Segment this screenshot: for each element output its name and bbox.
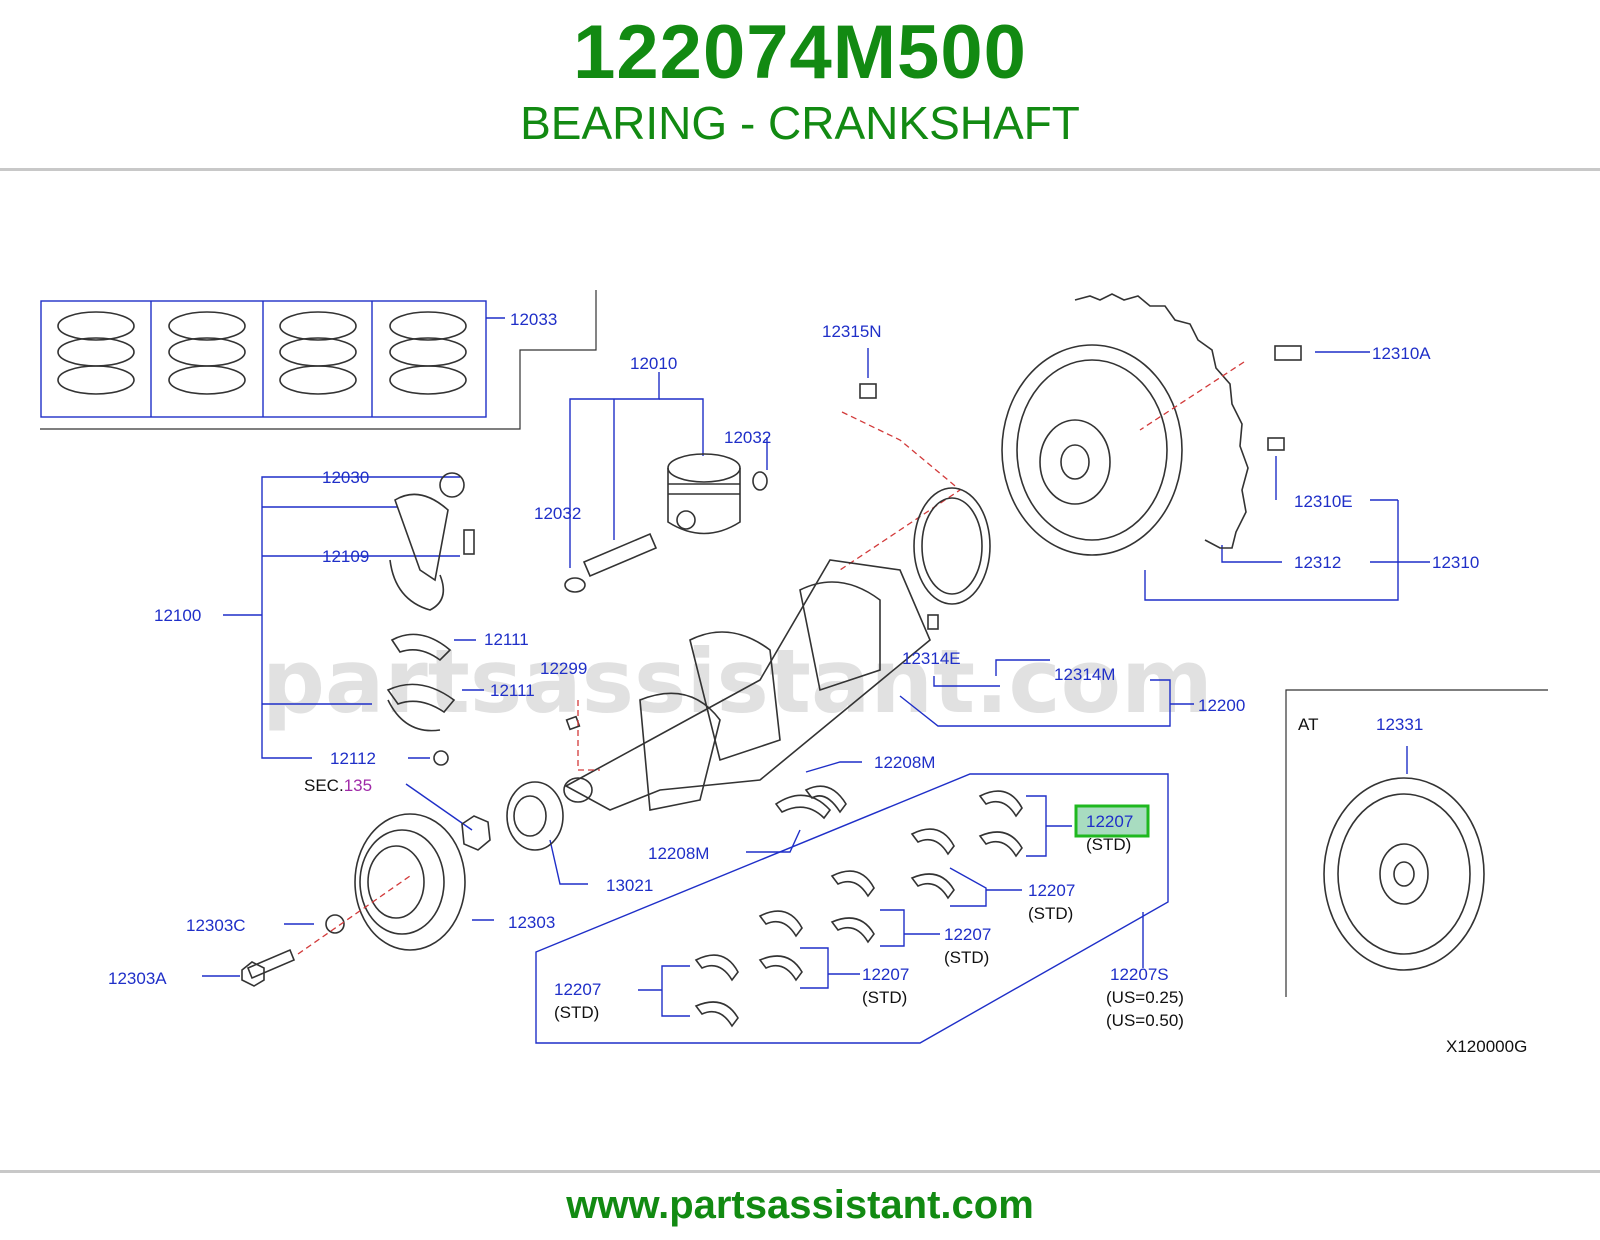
- piston-assembly: [564, 372, 768, 593]
- callout-12032-upper[interactable]: 12032: [724, 428, 771, 447]
- flywheel-assembly: [839, 293, 1430, 601]
- callout-12032-lower[interactable]: 12032: [534, 504, 581, 523]
- callout-12111-upper[interactable]: 12111: [484, 630, 529, 649]
- footer-divider: [0, 1170, 1600, 1173]
- at-label: AT: [1298, 715, 1318, 734]
- callout-12312[interactable]: 12312: [1294, 553, 1341, 572]
- diagram-code: X120000G: [1446, 1037, 1527, 1056]
- watermark: partsassistant.com: [262, 630, 1213, 733]
- callout-12207-2[interactable]: 12207: [1028, 881, 1075, 900]
- highlight-box: [1074, 804, 1150, 838]
- sec-reference[interactable]: SEC.135: [304, 776, 372, 795]
- crankshaft: [563, 487, 1194, 811]
- footer-website-link[interactable]: www.partsassistant.com: [566, 1183, 1034, 1227]
- header-divider: [0, 168, 1600, 171]
- std-note-3: (STD): [944, 948, 989, 967]
- callout-12303A[interactable]: 12303A: [108, 969, 167, 988]
- callout-12331[interactable]: 12331: [1376, 715, 1423, 734]
- at-drive-plate: [1285, 689, 1548, 997]
- undersize-050: (US=0.50): [1106, 1011, 1184, 1030]
- callout-12310A[interactable]: 12310A: [1372, 344, 1431, 363]
- main-bearing-set: [535, 761, 1169, 1044]
- callout-12208M-upper[interactable]: 12208M: [874, 753, 935, 772]
- callout-12200[interactable]: 12200: [1198, 696, 1245, 715]
- callout-12310E[interactable]: 12310E: [1294, 492, 1353, 511]
- std-note-4: (STD): [862, 988, 907, 1007]
- part-description: BEARING - CRANKSHAFT: [520, 97, 1080, 149]
- callout-12314M[interactable]: 12314M: [1054, 665, 1115, 684]
- callout-12207-5[interactable]: 12207: [554, 980, 601, 999]
- callout-12111-lower[interactable]: 12111: [490, 681, 535, 700]
- callout-12033[interactable]: 12033: [510, 310, 557, 329]
- sec-prefix: SEC.: [304, 776, 344, 795]
- piston-ring-sets: [40, 290, 597, 430]
- page-header: 122074M500 BEARING - CRANKSHAFT: [0, 0, 1600, 168]
- callout-12109[interactable]: 12109: [322, 547, 369, 566]
- connecting-rod-assembly: [223, 472, 484, 766]
- callout-12303C[interactable]: 12303C: [186, 916, 246, 935]
- callout-12208M-lower[interactable]: 12208M: [648, 844, 709, 863]
- callout-12100[interactable]: 12100: [154, 606, 201, 625]
- part-number-title: 122074M500: [573, 10, 1027, 95]
- callout-12310[interactable]: 12310: [1432, 553, 1479, 572]
- parts-diagram: partsassistant.com: [40, 290, 1548, 1056]
- std-note-5: (STD): [554, 1003, 599, 1022]
- callout-12207S[interactable]: 12207S: [1110, 965, 1169, 984]
- callout-12299[interactable]: 12299: [540, 659, 587, 678]
- callout-12112[interactable]: 12112: [330, 749, 376, 768]
- callout-12010[interactable]: 12010: [630, 354, 677, 373]
- std-note-2: (STD): [1028, 904, 1073, 923]
- sec-number: 135: [344, 776, 372, 795]
- crank-pulley-assembly: [202, 781, 588, 987]
- callout-12207-3[interactable]: 12207: [944, 925, 991, 944]
- callout-12315N[interactable]: 12315N: [822, 322, 882, 341]
- callout-13021[interactable]: 13021: [606, 876, 653, 895]
- callout-12207-4[interactable]: 12207: [862, 965, 909, 984]
- callout-12207-highlighted[interactable]: 12207: [1086, 812, 1133, 831]
- callout-12303[interactable]: 12303: [508, 913, 555, 932]
- callout-12030[interactable]: 12030: [322, 468, 369, 487]
- callout-12314E[interactable]: 12314E: [902, 649, 961, 668]
- undersize-025: (US=0.25): [1106, 988, 1184, 1007]
- std-note-highlighted: (STD): [1086, 835, 1131, 854]
- callout-labels: 12033 12010 12032 12032 12030 12109 1210…: [108, 310, 1527, 1056]
